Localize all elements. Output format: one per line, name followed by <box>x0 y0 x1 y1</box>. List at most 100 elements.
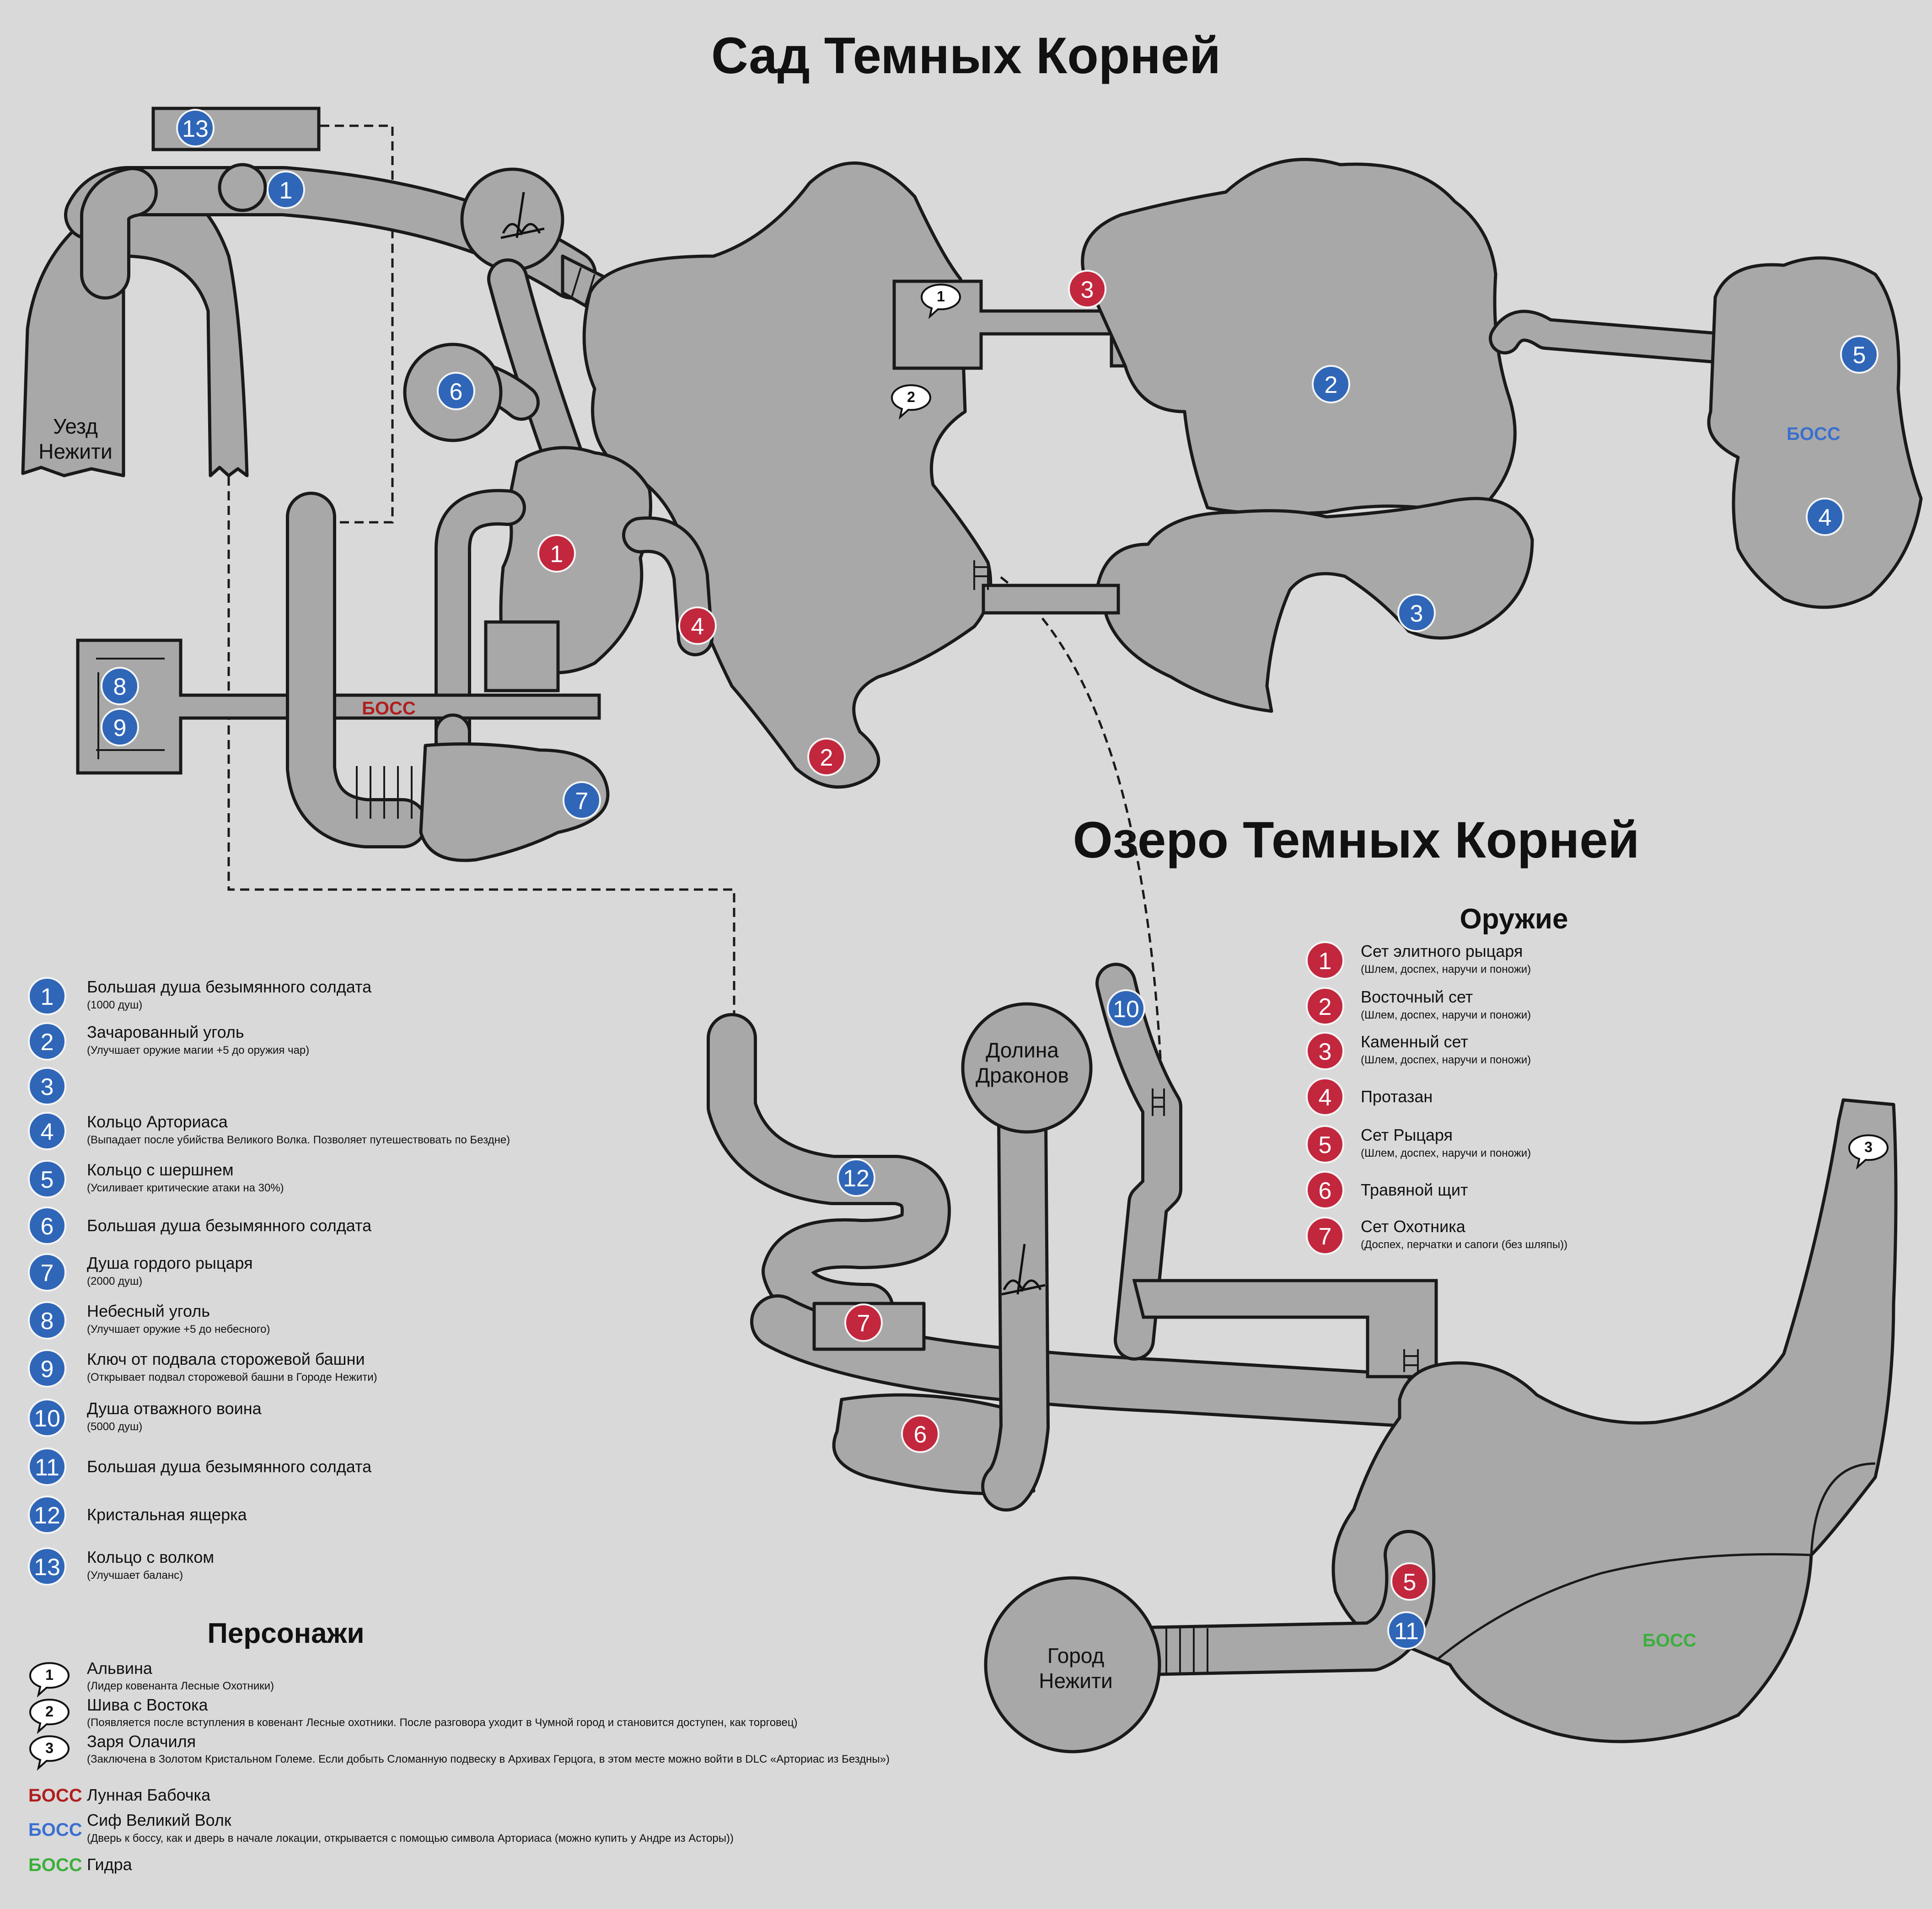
legend-boss-word: БОСС <box>28 1820 82 1840</box>
legend-boss-name: Лунная Бабочка <box>87 1786 211 1804</box>
map-npc-marker-1: 1 <box>920 284 961 319</box>
svg-text:2: 2 <box>1319 994 1332 1020</box>
svg-text:4: 4 <box>691 613 704 640</box>
legend-weapon-marker-7: 7 <box>1306 1217 1344 1255</box>
legend-item-marker-7: 7 <box>28 1253 66 1292</box>
svg-text:2: 2 <box>41 1029 54 1056</box>
legend-item-marker-5: 5 <box>28 1160 66 1198</box>
legend-weapon-note: (Шлем, доспех, наручи и поножи) <box>1361 963 1531 976</box>
svg-text:2: 2 <box>907 389 915 405</box>
svg-text:6: 6 <box>41 1213 54 1240</box>
title-lake: Озеро Темных Корней <box>1073 811 1640 869</box>
map-weapon-marker-2: 2 <box>807 738 846 776</box>
legend-item-marker-1: 1 <box>28 977 66 1015</box>
legend-npc-name: Шива с Востока <box>87 1695 209 1714</box>
undead-town-room <box>984 1576 1161 1753</box>
legend-characters-title: Персонажи <box>207 1618 364 1649</box>
legend-item-name: Небесный уголь <box>87 1302 210 1320</box>
legend-weapon-name: Сет Охотника <box>1361 1217 1466 1236</box>
legend-item-name: Кольцо с волком <box>87 1548 214 1566</box>
legend-boss-note: (Дверь к боссу, как и дверь в начале лок… <box>87 1832 734 1845</box>
map-item-marker-11: 11 <box>1387 1611 1426 1650</box>
legend-item-marker-3: 3 <box>28 1067 66 1105</box>
svg-text:10: 10 <box>34 1405 60 1432</box>
legend-boss-name: Гидра <box>87 1855 133 1874</box>
svg-text:7: 7 <box>857 1310 870 1337</box>
legend-item-name: Кристальная ящерка <box>87 1505 247 1524</box>
svg-text:6: 6 <box>1319 1178 1332 1204</box>
map-weapon-marker-6: 6 <box>901 1415 939 1453</box>
svg-text:8: 8 <box>113 674 127 700</box>
legend-item-name: Душа гордого рыцаря <box>87 1254 253 1272</box>
legend-item-marker-2: 2 <box>28 1022 66 1061</box>
dashed-path-13 <box>319 124 394 524</box>
map-weapon-marker-5: 5 <box>1390 1562 1429 1601</box>
svg-text:11: 11 <box>35 1454 59 1481</box>
legend-weapon-marker-4: 4 <box>1306 1078 1344 1116</box>
boss-label-hydra: БОСС <box>1642 1630 1696 1651</box>
svg-text:9: 9 <box>41 1356 54 1383</box>
garden-east-upper <box>1081 158 1517 515</box>
map-item-marker-7: 7 <box>563 781 601 820</box>
legend-item-note: (2000 душ) <box>87 1275 142 1287</box>
svg-text:13: 13 <box>182 116 209 142</box>
svg-text:1: 1 <box>41 984 54 1010</box>
legend-item-marker-13: 13 <box>28 1547 66 1586</box>
legend-weapon-name: Восточный сет <box>1361 987 1473 1006</box>
legend-weapon-marker-3: 3 <box>1306 1032 1344 1070</box>
legend-npc-name: Заря Олачиля <box>87 1732 196 1751</box>
legend-weapon-marker-2: 2 <box>1306 987 1344 1025</box>
legend-item-note: (Улучшает оружие +5 до небесного) <box>87 1323 270 1335</box>
svg-text:3: 3 <box>1081 277 1094 303</box>
boss-label-moonlight: БОСС <box>362 698 416 719</box>
legend-item-note: (1000 душ) <box>87 999 142 1011</box>
stairs-loop <box>356 766 413 819</box>
svg-text:5: 5 <box>1319 1132 1332 1158</box>
title-garden: Сад Темных Корней <box>711 27 1221 84</box>
svg-text:13: 13 <box>34 1554 60 1581</box>
legend-weapon-name: Сет Рыцаря <box>1361 1126 1453 1144</box>
legend-item-name: Душа отважного воина <box>87 1399 262 1418</box>
legend-boss-word: БОСС <box>28 1786 82 1806</box>
legend-weapon-note: (Шлем, доспех, наручи и поножи) <box>1361 1009 1531 1021</box>
legend-weapon-name: Сет элитного рыцаря <box>1361 942 1523 960</box>
legend-boss-word: БОСС <box>28 1855 82 1875</box>
legend-item-name: Зачарованный уголь <box>87 1023 244 1041</box>
map-item-marker-10: 10 <box>1107 989 1145 1028</box>
dashed-path-burg <box>227 462 735 1036</box>
legend-item-name: Кольцо с шершнем <box>87 1160 234 1179</box>
bonfire-icon-lake <box>1001 1244 1046 1296</box>
moonlight-corridor <box>76 638 601 775</box>
svg-text:3: 3 <box>1864 1139 1873 1155</box>
dragon-valley-room <box>961 1002 1093 1134</box>
map-npc-marker-2: 2 <box>891 384 931 420</box>
bonfire-icon <box>500 192 545 239</box>
legend-item-marker-4: 4 <box>28 1112 66 1150</box>
legend-item-marker-6: 6 <box>28 1207 66 1245</box>
svg-text:3: 3 <box>45 1740 54 1756</box>
bonfire-room-top <box>460 167 564 272</box>
legend-item-marker-12: 12 <box>28 1496 66 1534</box>
legend-weapon-note: (Доспех, перчатки и сапоги (без шляпы)) <box>1361 1239 1567 1251</box>
garden-east-lower <box>1096 497 1534 713</box>
legend-item-name: Большая душа безымянного солдата <box>87 1216 372 1235</box>
garden-room-7 <box>419 742 610 862</box>
legend-item-marker-11: 11 <box>28 1448 66 1486</box>
legend-item-note: (Улучшает оружие магии +5 до оружия чар) <box>87 1044 309 1056</box>
legend-weapon-name: Протазан <box>1361 1087 1433 1106</box>
map-item-marker-2: 2 <box>1312 365 1350 403</box>
map-npc-marker-3: 3 <box>1848 1134 1889 1170</box>
map-item-marker-1: 1 <box>267 171 305 209</box>
svg-text:5: 5 <box>41 1167 54 1193</box>
svg-text:1: 1 <box>279 177 293 204</box>
label-undead-town-2: Нежити <box>1039 1669 1113 1693</box>
legend-item-note: (Выпадает после убийства Великого Волка.… <box>87 1134 510 1146</box>
legend-weapon-name: Каменный сет <box>1361 1032 1468 1051</box>
svg-text:6: 6 <box>914 1421 927 1448</box>
svg-text:6: 6 <box>450 379 463 405</box>
legend-item-marker-8: 8 <box>28 1301 66 1340</box>
